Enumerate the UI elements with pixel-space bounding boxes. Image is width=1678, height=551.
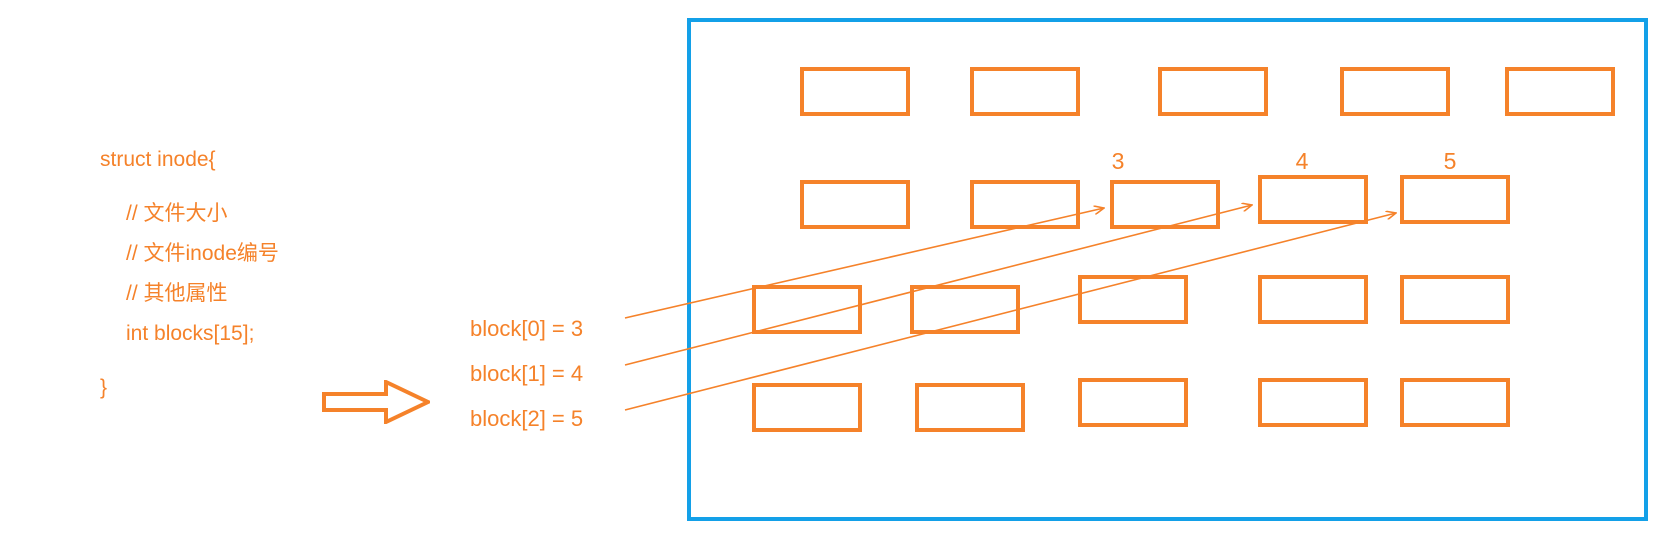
code-line-blocks-array: int blocks[15];	[126, 322, 255, 345]
block-pointer-label-0: block[0] = 3	[470, 316, 584, 341]
data-block-r2c2[interactable]	[1078, 275, 1188, 324]
data-block-r1c1[interactable]	[970, 180, 1080, 229]
code-line-struct-open: struct inode{	[100, 148, 216, 171]
data-block-r2c3[interactable]	[1258, 275, 1368, 324]
data-block-r1c4-block5[interactable]	[1400, 175, 1510, 224]
block-pointer-label-2: block[2] = 5	[470, 406, 584, 431]
block-pointer-label-1: block[1] = 4	[470, 361, 584, 386]
data-block-r0c1[interactable]	[970, 67, 1080, 116]
data-block-r0c3[interactable]	[1340, 67, 1450, 116]
block-arrow-icon	[322, 378, 433, 426]
data-block-r1c2-block3[interactable]	[1110, 180, 1220, 229]
data-block-r1c3-block4[interactable]	[1258, 175, 1368, 224]
data-block-r2c0[interactable]	[752, 285, 862, 334]
data-block-r0c4[interactable]	[1505, 67, 1615, 116]
block-number-4: 4	[1295, 148, 1309, 174]
block-pointer-labels: block[0] = 3 block[1] = 4 block[2] = 5	[470, 306, 583, 441]
code-line-comment-inode-number: // 文件inode编号	[126, 242, 279, 265]
data-block-r3c1[interactable]	[915, 383, 1025, 432]
code-line-spacer-2	[100, 354, 279, 368]
data-block-r3c4[interactable]	[1400, 378, 1510, 427]
data-block-r3c3[interactable]	[1258, 378, 1368, 427]
code-line-spacer	[100, 180, 279, 194]
code-line-comment-other-attrs: // 其他属性	[126, 282, 228, 305]
data-block-r1c0[interactable]	[800, 180, 910, 229]
data-block-r2c1[interactable]	[910, 285, 1020, 334]
data-block-r2c4[interactable]	[1400, 275, 1510, 324]
code-line-comment-filesize: // 文件大小	[126, 202, 228, 225]
data-block-r3c0[interactable]	[752, 383, 862, 432]
data-block-r0c0[interactable]	[800, 67, 910, 116]
block-number-5: 5	[1443, 148, 1457, 174]
code-line-struct-close: }	[100, 376, 108, 399]
inode-struct-code: struct inode{ // 文件大小 // 文件inode编号 // 其他…	[100, 140, 279, 408]
data-block-r0c2[interactable]	[1158, 67, 1268, 116]
data-block-r3c2[interactable]	[1078, 378, 1188, 427]
block-number-3: 3	[1111, 148, 1125, 174]
